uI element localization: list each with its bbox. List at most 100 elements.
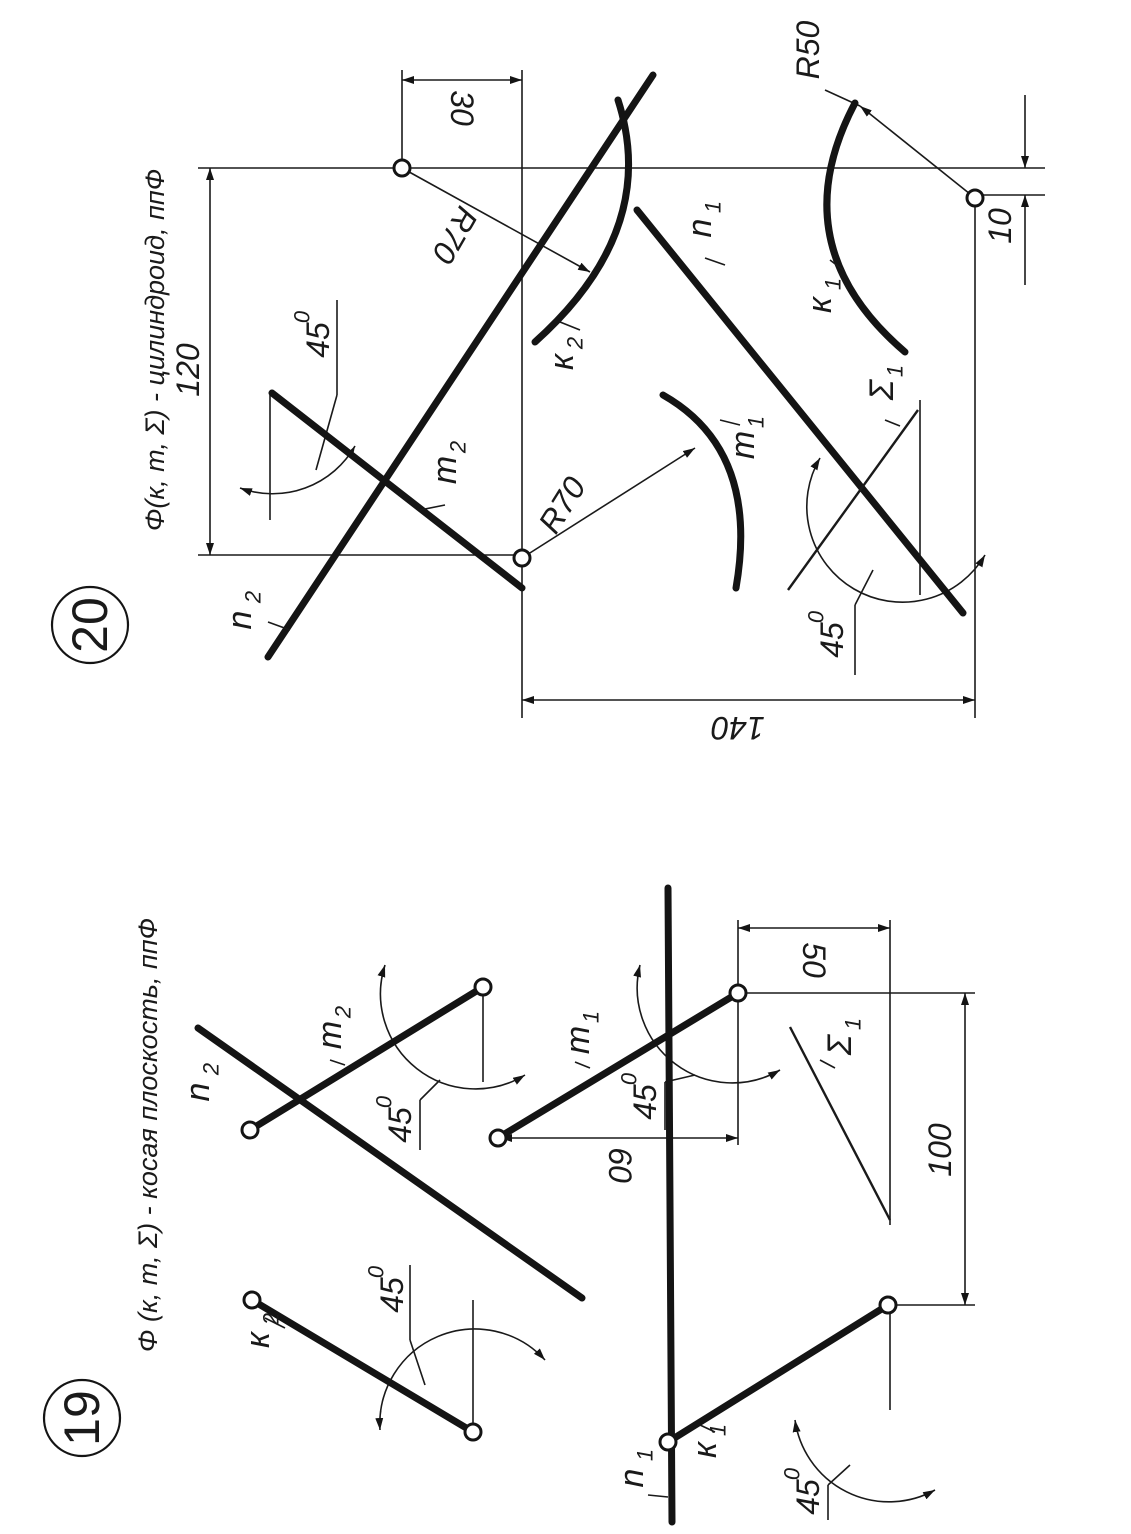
label-k2-sub: 2 [563,337,588,350]
angle-unit: 0 [617,1072,642,1085]
point-center-m1 [512,548,532,568]
angle-unit: 0 [780,1467,805,1480]
angle-value: 45 [627,1084,663,1120]
problem-20-geometry [264,71,967,661]
arc-k2 [531,96,633,346]
dimension-50: 50 [796,942,832,978]
angle-value: 45 [382,1107,418,1143]
problem-19-dimension-values: 50 60 100 [602,942,958,1183]
problem-20-construction-lines [198,70,1045,718]
label-n2: n [179,1083,217,1102]
line-k2 [248,1296,477,1436]
problem-19-angle-arcs [375,964,936,1520]
label-m2-sub: 2 [331,1006,356,1019]
point-k1-start [658,1432,678,1452]
dimension-100: 100 [922,1123,958,1177]
line-n2 [264,71,657,661]
angle-unit: 0 [290,310,315,323]
dimension-r70-top: R70 [425,201,486,270]
angle-unit: 0 [804,610,829,623]
problem-20-labels: n 2 m 2 к 2 m 1 n 1 к 1 Σ 1 [221,201,908,630]
problem-19-construction-lines [472,920,975,1432]
label-k1-sub: 1 [706,1424,731,1436]
problem-20-angle-arcs [239,300,986,675]
label-k2: к [239,1330,277,1348]
label-k1: к [801,295,839,313]
label-sigma1: Σ [863,378,901,401]
point-m2-start [240,1120,260,1140]
angle-value: 45 [374,1277,410,1313]
problem-20-dimension-lines [206,76,1029,704]
label-m2-sub: 2 [446,441,471,454]
angle-value: 45 [790,1479,826,1515]
problem-19-dimension-lines [500,924,969,1305]
problem-20-angle-values: 45 0 45 0 [290,310,851,658]
point-k2-start [242,1290,262,1310]
label-n1-sub: 1 [701,201,726,213]
label-m1: m [559,1026,597,1054]
line-m2 [268,389,526,592]
label-k1-sub: 1 [821,278,846,290]
problem-19: 19 Φ (к, т, Σ) - косая плоскость, ппФ [42,884,975,1526]
problem-19-angle-values: 45 0 45 0 45 0 45 0 [364,1072,827,1515]
label-m1-sub: 1 [579,1011,604,1023]
problem-20-caption: Φ(к, т, Σ) - цилиндроид, ппФ [140,169,170,531]
angle-value: 45 [300,322,336,358]
line-sigma1 [788,1026,892,1221]
problem-19-geometry [194,884,892,1526]
label-k2-sub: 2 [259,1313,284,1326]
label-n1: n [681,219,719,238]
angle-unit: 0 [372,1095,397,1108]
point-m1-start [488,1128,508,1148]
arc-m1 [659,391,745,592]
label-m1-sub: 1 [744,416,769,428]
point-center-k1 [965,188,985,208]
label-n2: n [221,611,259,630]
angle-value: 45 [814,622,850,658]
label-sigma1: Σ [821,1033,859,1056]
line-m2 [246,983,487,1134]
label-m2: m [311,1021,349,1049]
label-k1: к [686,1440,724,1458]
problem-19-caption: Φ (к, т, Σ) - косая плоскость, ппФ [133,918,163,1352]
label-n1: n [613,1469,651,1488]
label-m2: m [426,456,464,484]
line-n1 [633,206,967,617]
label-m1: m [724,431,762,459]
point-k2-end [463,1422,483,1442]
problem-20-number: 20 [62,597,118,653]
line-k1 [664,1301,892,1446]
line-n2 [194,1024,586,1302]
line-sigma1 [787,409,919,591]
problem-19-number: 19 [54,1390,110,1446]
problem-20-dimension-values: 30 120 R70 R70 R50 10 140 [170,20,1018,746]
problem-19-leaders [264,1059,836,1498]
point-k1-end [878,1295,898,1315]
dimension-30: 30 [444,90,480,126]
label-n2-sub: 2 [199,1063,224,1076]
label-sigma1-sub: 1 [841,1018,866,1030]
dimension-120: 120 [170,343,206,397]
problem-20-leaders [267,257,901,631]
line-n1 [664,884,676,1526]
point-m2-end [473,977,493,997]
dimension-r50: R50 [790,20,826,79]
line-m1 [494,989,742,1142]
point-center-k2 [392,158,412,178]
problem-20-number-badge: 20 [50,585,130,665]
problem-19-number-badge: 19 [42,1378,122,1458]
arc-k1 [823,99,909,356]
dimension-60: 60 [602,1147,638,1183]
dimension-r70-bottom: R70 [531,470,593,539]
label-k2: к [543,352,581,370]
point-m1-end [728,983,748,1003]
label-sigma1-sub: 1 [883,365,908,377]
problem-19-labels: к 2 n 2 m 2 m 1 n 1 к 1 Σ 1 [179,1006,866,1488]
dimension-140: 140 [711,710,765,746]
label-n1-sub: 1 [633,1449,658,1461]
dimension-10: 10 [982,208,1018,244]
label-n2-sub: 2 [241,591,266,604]
angle-unit: 0 [364,1265,389,1278]
